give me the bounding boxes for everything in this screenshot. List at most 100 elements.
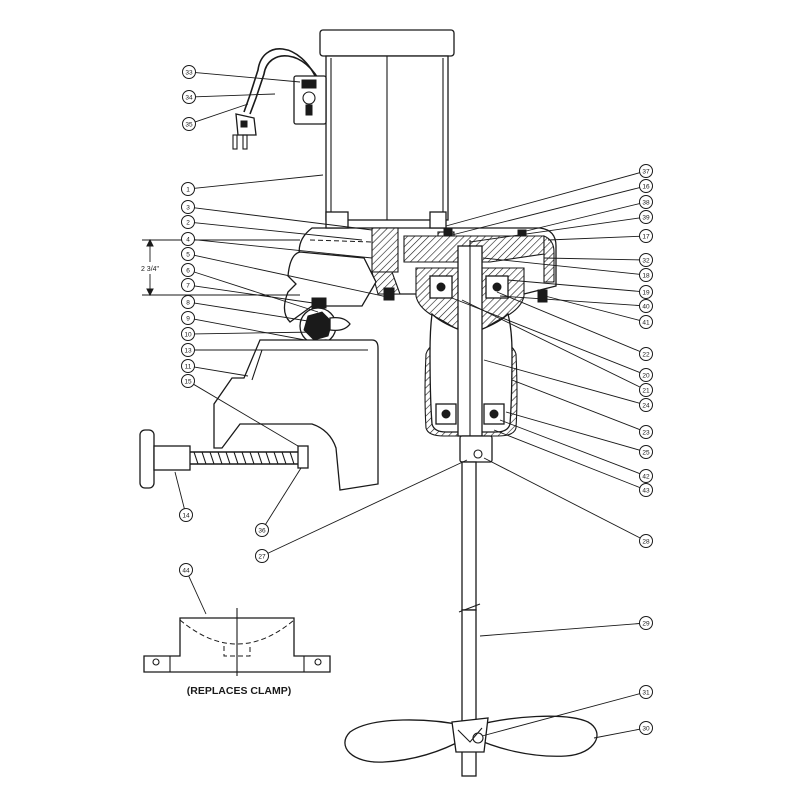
leader-line-10 <box>194 331 319 335</box>
leader-line-33 <box>195 72 301 83</box>
callout-38: 38 <box>639 195 653 209</box>
callout-13: 13 <box>181 343 195 357</box>
callout-43: 43 <box>639 483 653 497</box>
callout-11: 11 <box>181 359 195 373</box>
leader-line-30 <box>593 728 640 739</box>
callout-circle <box>639 425 653 439</box>
callout-circle <box>639 721 653 735</box>
callout-number: 43 <box>642 487 650 494</box>
callout-circle <box>639 616 653 630</box>
callout-number: 2 <box>186 219 190 226</box>
leader-line-8 <box>194 302 315 323</box>
callout-circle <box>639 469 653 483</box>
callout-number: 1 <box>186 186 190 193</box>
leader-line-36 <box>265 467 302 525</box>
callout-37: 37 <box>639 164 653 178</box>
callout-32: 32 <box>639 253 653 267</box>
callout-circle <box>181 295 195 309</box>
callout-number: 21 <box>642 387 650 394</box>
callout-number: 27 <box>258 553 266 560</box>
callout-15: 15 <box>181 374 195 388</box>
callout-number: 18 <box>642 272 650 279</box>
callout-number: 23 <box>642 429 650 436</box>
callout-number: 5 <box>186 251 190 258</box>
leader-line-44 <box>188 575 207 615</box>
leader-line-22 <box>496 291 641 352</box>
callout-circle <box>639 347 653 361</box>
leader-line-39 <box>469 217 640 243</box>
callout-6: 6 <box>181 263 195 277</box>
callout-circle <box>182 117 196 131</box>
callout-number: 11 <box>185 363 192 370</box>
callout-circle <box>639 164 653 178</box>
callout-circle <box>181 359 195 373</box>
callout-number: 29 <box>642 620 650 627</box>
callout-circle <box>639 195 653 209</box>
callout-10: 10 <box>181 327 195 341</box>
leader-line-2 <box>194 222 363 241</box>
callout-number: 36 <box>258 527 266 534</box>
callout-2: 2 <box>181 215 195 229</box>
callout-28: 28 <box>639 534 653 548</box>
leader-line-24 <box>483 359 640 404</box>
callout-8: 8 <box>181 295 195 309</box>
callout-9: 9 <box>181 311 195 325</box>
callout-number: 32 <box>642 257 650 264</box>
callout-3: 3 <box>181 200 195 214</box>
leader-line-9 <box>194 318 306 341</box>
motor-mount-boss <box>325 211 349 229</box>
callout-number: 24 <box>642 402 650 409</box>
leader-line-18 <box>482 257 640 275</box>
callout-number: 33 <box>185 69 193 76</box>
callout-number: 7 <box>186 282 190 289</box>
callout-21: 21 <box>639 383 653 397</box>
callout-29: 29 <box>639 616 653 630</box>
callout-number: 16 <box>642 183 650 190</box>
propeller <box>344 715 598 763</box>
callout-40: 40 <box>639 299 653 313</box>
leader-line-27 <box>267 459 468 554</box>
pinion <box>371 227 399 273</box>
callout-number: 22 <box>642 351 650 358</box>
leader-line-4 <box>194 239 373 259</box>
callout-16: 16 <box>639 179 653 193</box>
callout-7: 7 <box>181 278 195 292</box>
callout-4: 4 <box>181 232 195 246</box>
callout-44: 44 <box>179 563 193 577</box>
clamp-handle <box>139 429 155 489</box>
leader-line-14 <box>174 471 185 509</box>
callout-5: 5 <box>181 247 195 261</box>
callout-17: 17 <box>639 229 653 243</box>
callout-number: 34 <box>185 94 193 101</box>
clamp-pad <box>297 445 309 469</box>
callout-number: 9 <box>186 315 190 322</box>
callout-circle <box>179 508 193 522</box>
leader-line-6 <box>194 271 319 313</box>
callout-circle <box>639 285 653 299</box>
callout-circle <box>181 232 195 246</box>
leader-line-15 <box>193 383 299 447</box>
leader-line-23 <box>511 379 641 431</box>
caption-replaces-clamp: (REPLACES CLAMP) <box>187 685 291 697</box>
callout-circle <box>639 299 653 313</box>
callout-36: 36 <box>255 523 269 537</box>
leader-lines <box>174 72 641 739</box>
leader-line-43 <box>493 429 641 489</box>
callout-number: 41 <box>642 319 650 326</box>
callout-circle <box>179 563 193 577</box>
part-callouts: 1234567891011131415161718192021222324252… <box>179 65 653 735</box>
callout-31: 31 <box>639 685 653 699</box>
leader-line-38 <box>521 203 640 233</box>
callout-30: 30 <box>639 721 653 735</box>
dimension-2-3-4: 2 3/4" <box>136 238 300 297</box>
callout-circle <box>639 315 653 329</box>
callout-circle <box>181 327 195 341</box>
callout-number: 28 <box>642 538 650 545</box>
callout-circle <box>255 523 269 537</box>
motor <box>319 29 455 221</box>
callout-circle <box>639 483 653 497</box>
power-cord-assembly <box>232 48 327 150</box>
leader-line-25 <box>505 411 640 451</box>
leader-line-16 <box>447 187 640 237</box>
